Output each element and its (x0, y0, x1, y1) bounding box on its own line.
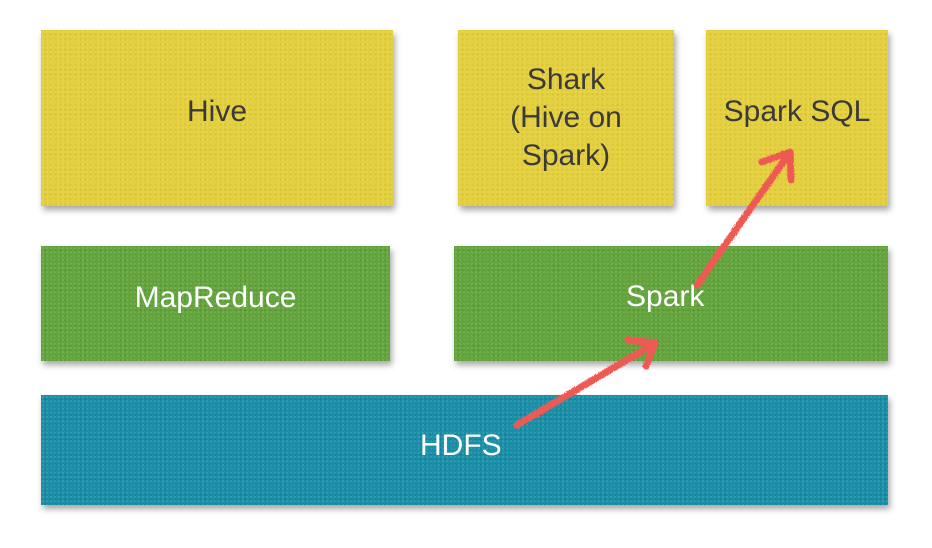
hive-block: Hive (41, 30, 393, 206)
spark-label: Spark (626, 280, 705, 313)
hdfs-block: HDFS (41, 395, 888, 505)
spark-sql-block: Spark SQL (706, 30, 888, 206)
spark-sql-label: Spark SQL (723, 95, 871, 128)
shark-label-line1: Shark (526, 63, 606, 96)
shark-label-line3: Spark) (521, 139, 611, 172)
mapreduce-block: MapReduce (41, 246, 390, 361)
hive-label: Hive (186, 95, 247, 128)
shark-block: Shark (Hive on Spark) (458, 30, 674, 206)
mapreduce-label: MapReduce (134, 280, 297, 314)
hdfs-label: HDFS (420, 429, 502, 462)
spark-block: Spark (454, 246, 888, 361)
shark-label-line2: (Hive on (510, 101, 622, 134)
